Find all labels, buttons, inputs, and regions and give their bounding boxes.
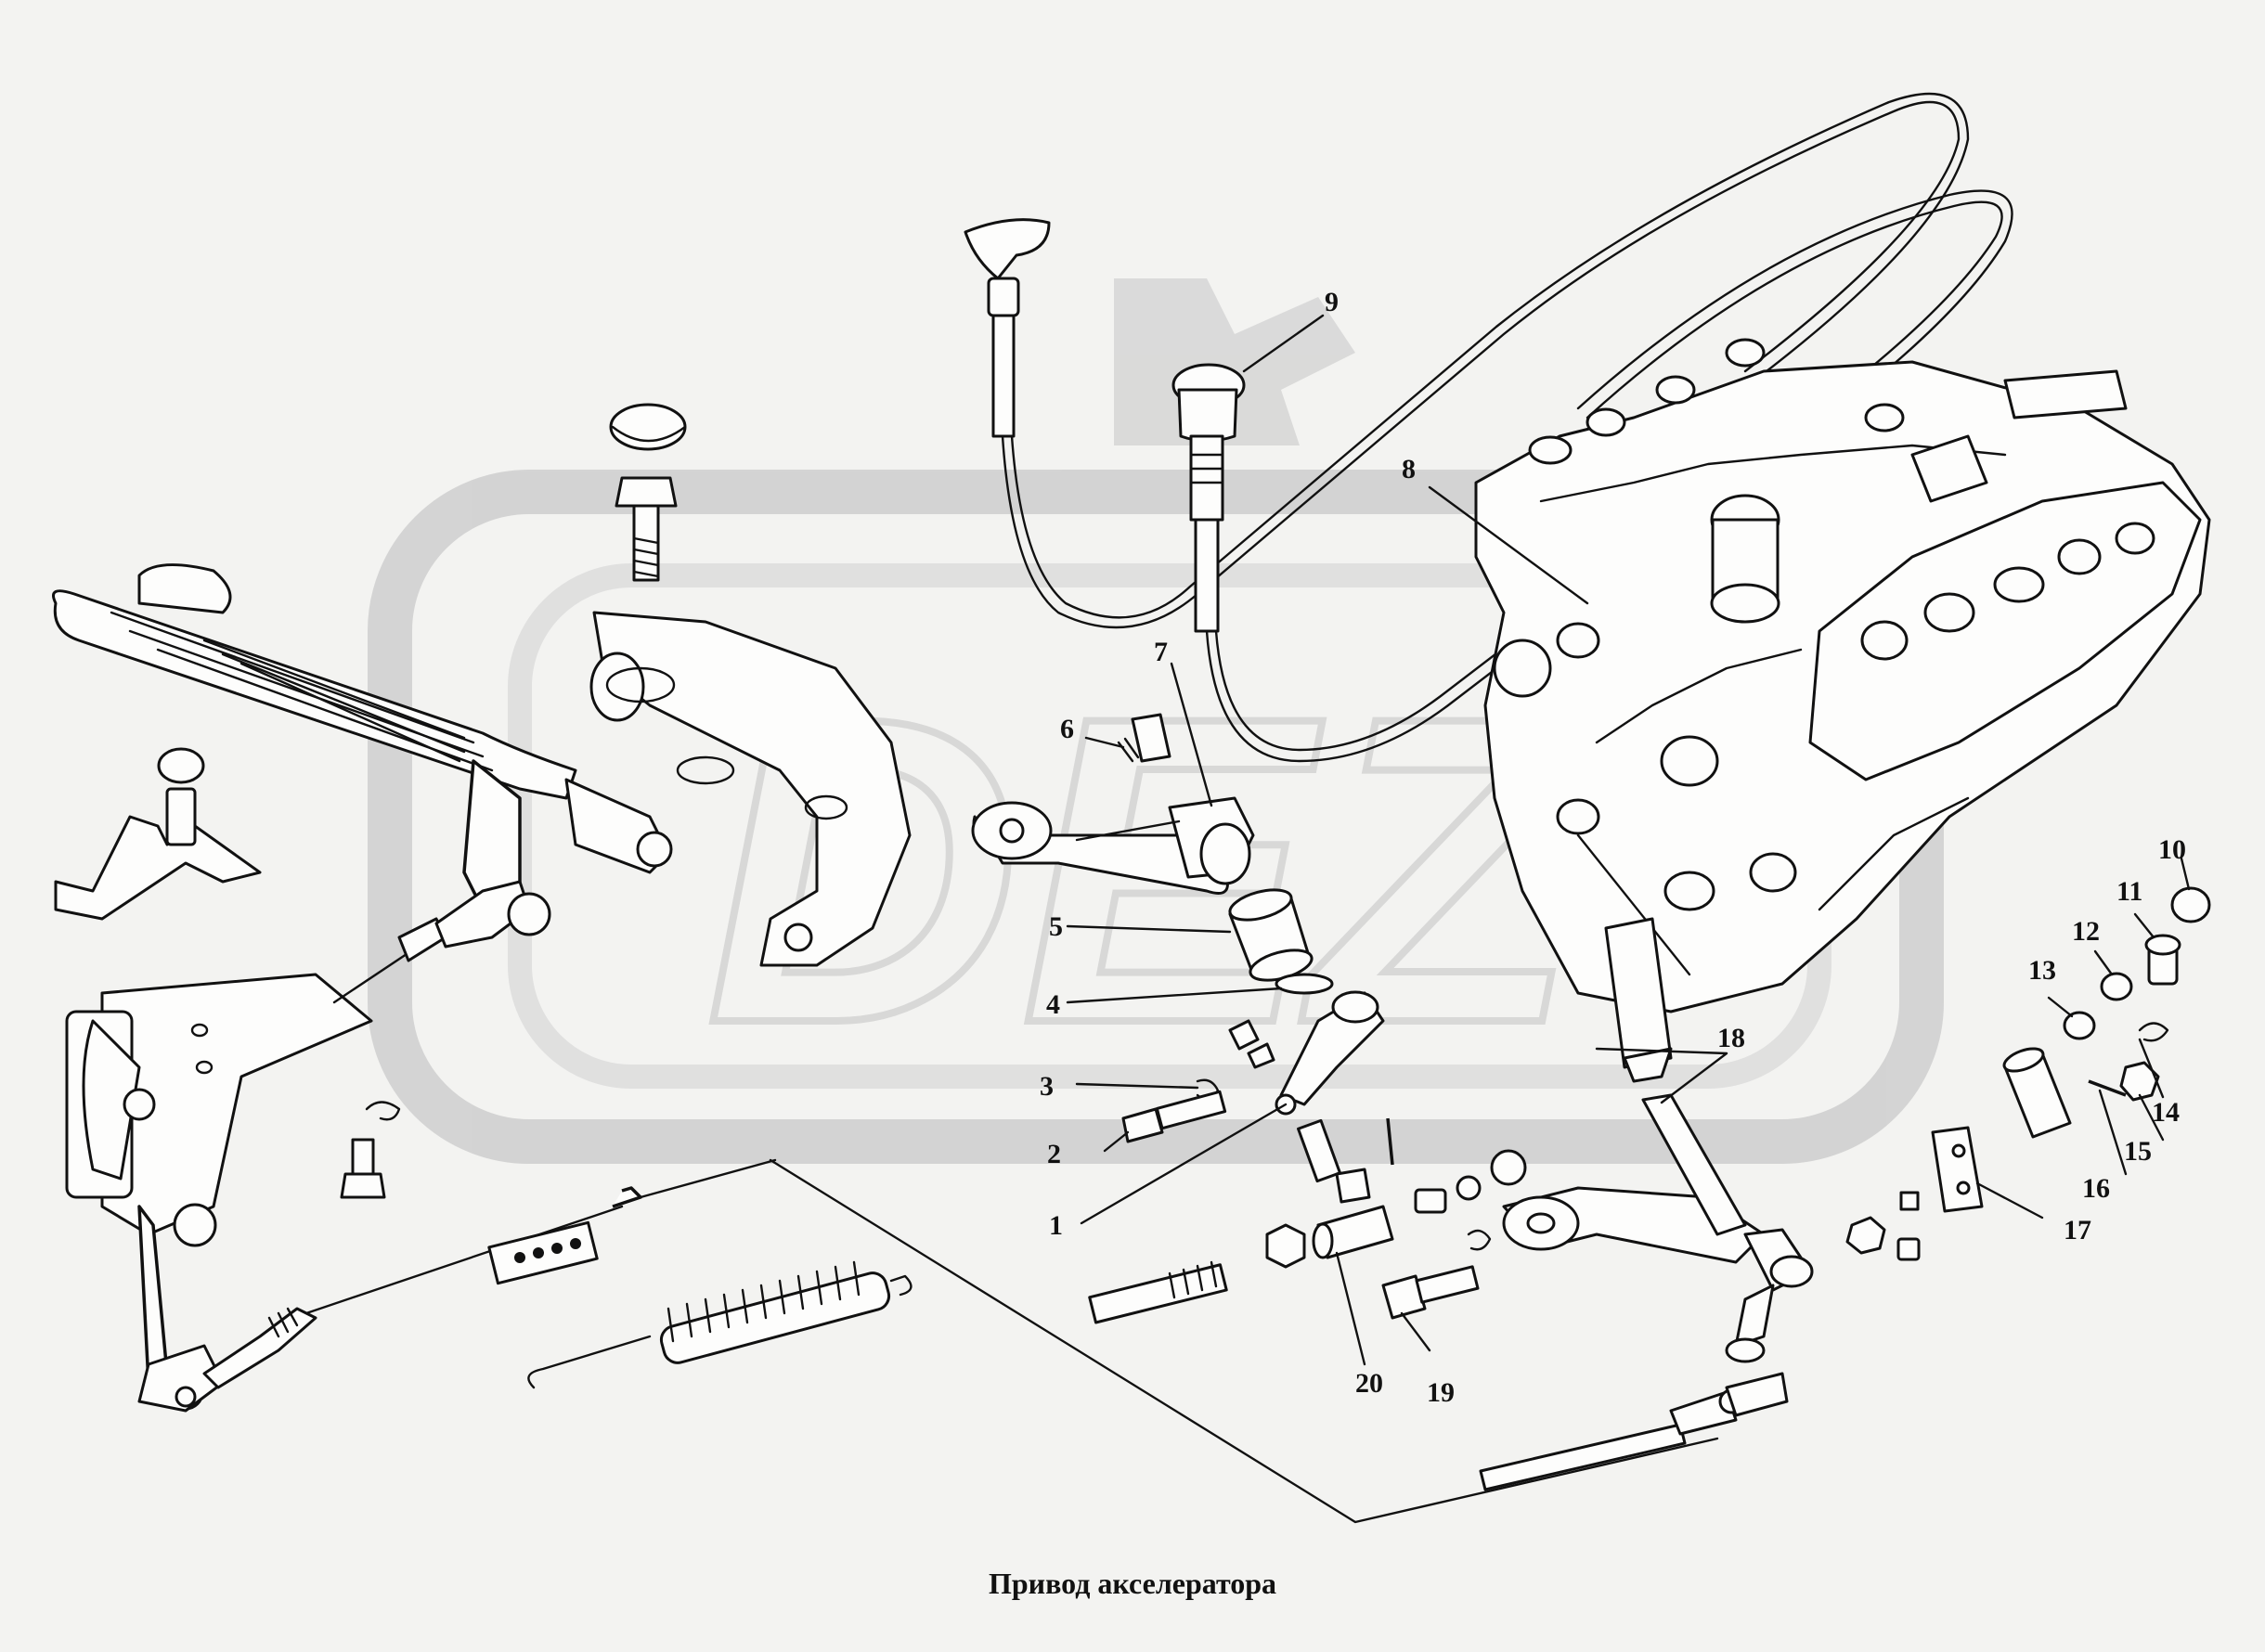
sleeve-20-and-nuts [1265, 1149, 1527, 1269]
accelerator-pedal [52, 563, 912, 967]
callout-19: 19 [1427, 1377, 1455, 1408]
lever-1 [1228, 990, 1385, 1116]
callout-4: 4 [1046, 989, 1060, 1020]
callout-2: 2 [1047, 1139, 1061, 1169]
stud [1088, 1260, 1228, 1324]
small-part-6 [1117, 713, 1171, 763]
pedal-hinge-bracket [65, 880, 551, 1413]
clip-and-small-bolt [340, 1101, 401, 1199]
callout-11: 11 [2116, 876, 2142, 907]
adjusting-bolt [1297, 1117, 1394, 1204]
callout-6: 6 [1060, 714, 1074, 744]
callout-9: 9 [1325, 287, 1339, 317]
clip-small [1467, 1229, 1492, 1251]
bolt-19 [1381, 1265, 1480, 1320]
callout-1: 1 [1049, 1210, 1063, 1241]
callout-15: 15 [2124, 1136, 2152, 1167]
callout-8: 8 [1402, 454, 1416, 484]
callout-17: 17 [2064, 1215, 2091, 1245]
injection-pump [1474, 338, 2211, 1083]
leader-lines [1066, 314, 2191, 1366]
lever-7 [971, 796, 1255, 895]
return-spring [527, 1260, 912, 1389]
ring-4 [1275, 973, 1334, 995]
callout-7: 7 [1154, 637, 1168, 667]
callout-3: 3 [1040, 1071, 1054, 1102]
linkage-cable [769, 1158, 1789, 1524]
pedal-stop-bracket [54, 747, 262, 921]
callout-10: 10 [2158, 834, 2186, 865]
right-small-parts [1845, 886, 2211, 1261]
figure-caption: Привод акселератора [988, 1567, 1277, 1600]
cap-and-bolt [609, 403, 687, 582]
manual-throttle-knob [1171, 189, 2013, 763]
callout-numbers: 1 2 3 4 5 6 7 8 9 10 11 12 13 14 15 16 1… [1040, 287, 2186, 1408]
callout-13: 13 [2028, 955, 2056, 986]
callout-16: 16 [2082, 1173, 2110, 1204]
callout-12: 12 [2072, 916, 2100, 947]
callout-20: 20 [1355, 1368, 1383, 1399]
lever-18 [1502, 1093, 1814, 1363]
callout-18: 18 [1717, 1023, 1745, 1053]
callout-5: 5 [1049, 911, 1063, 942]
pedal-cable-lower [202, 1158, 777, 1389]
stop-control-knob [964, 92, 1970, 629]
callout-14: 14 [2152, 1097, 2180, 1128]
